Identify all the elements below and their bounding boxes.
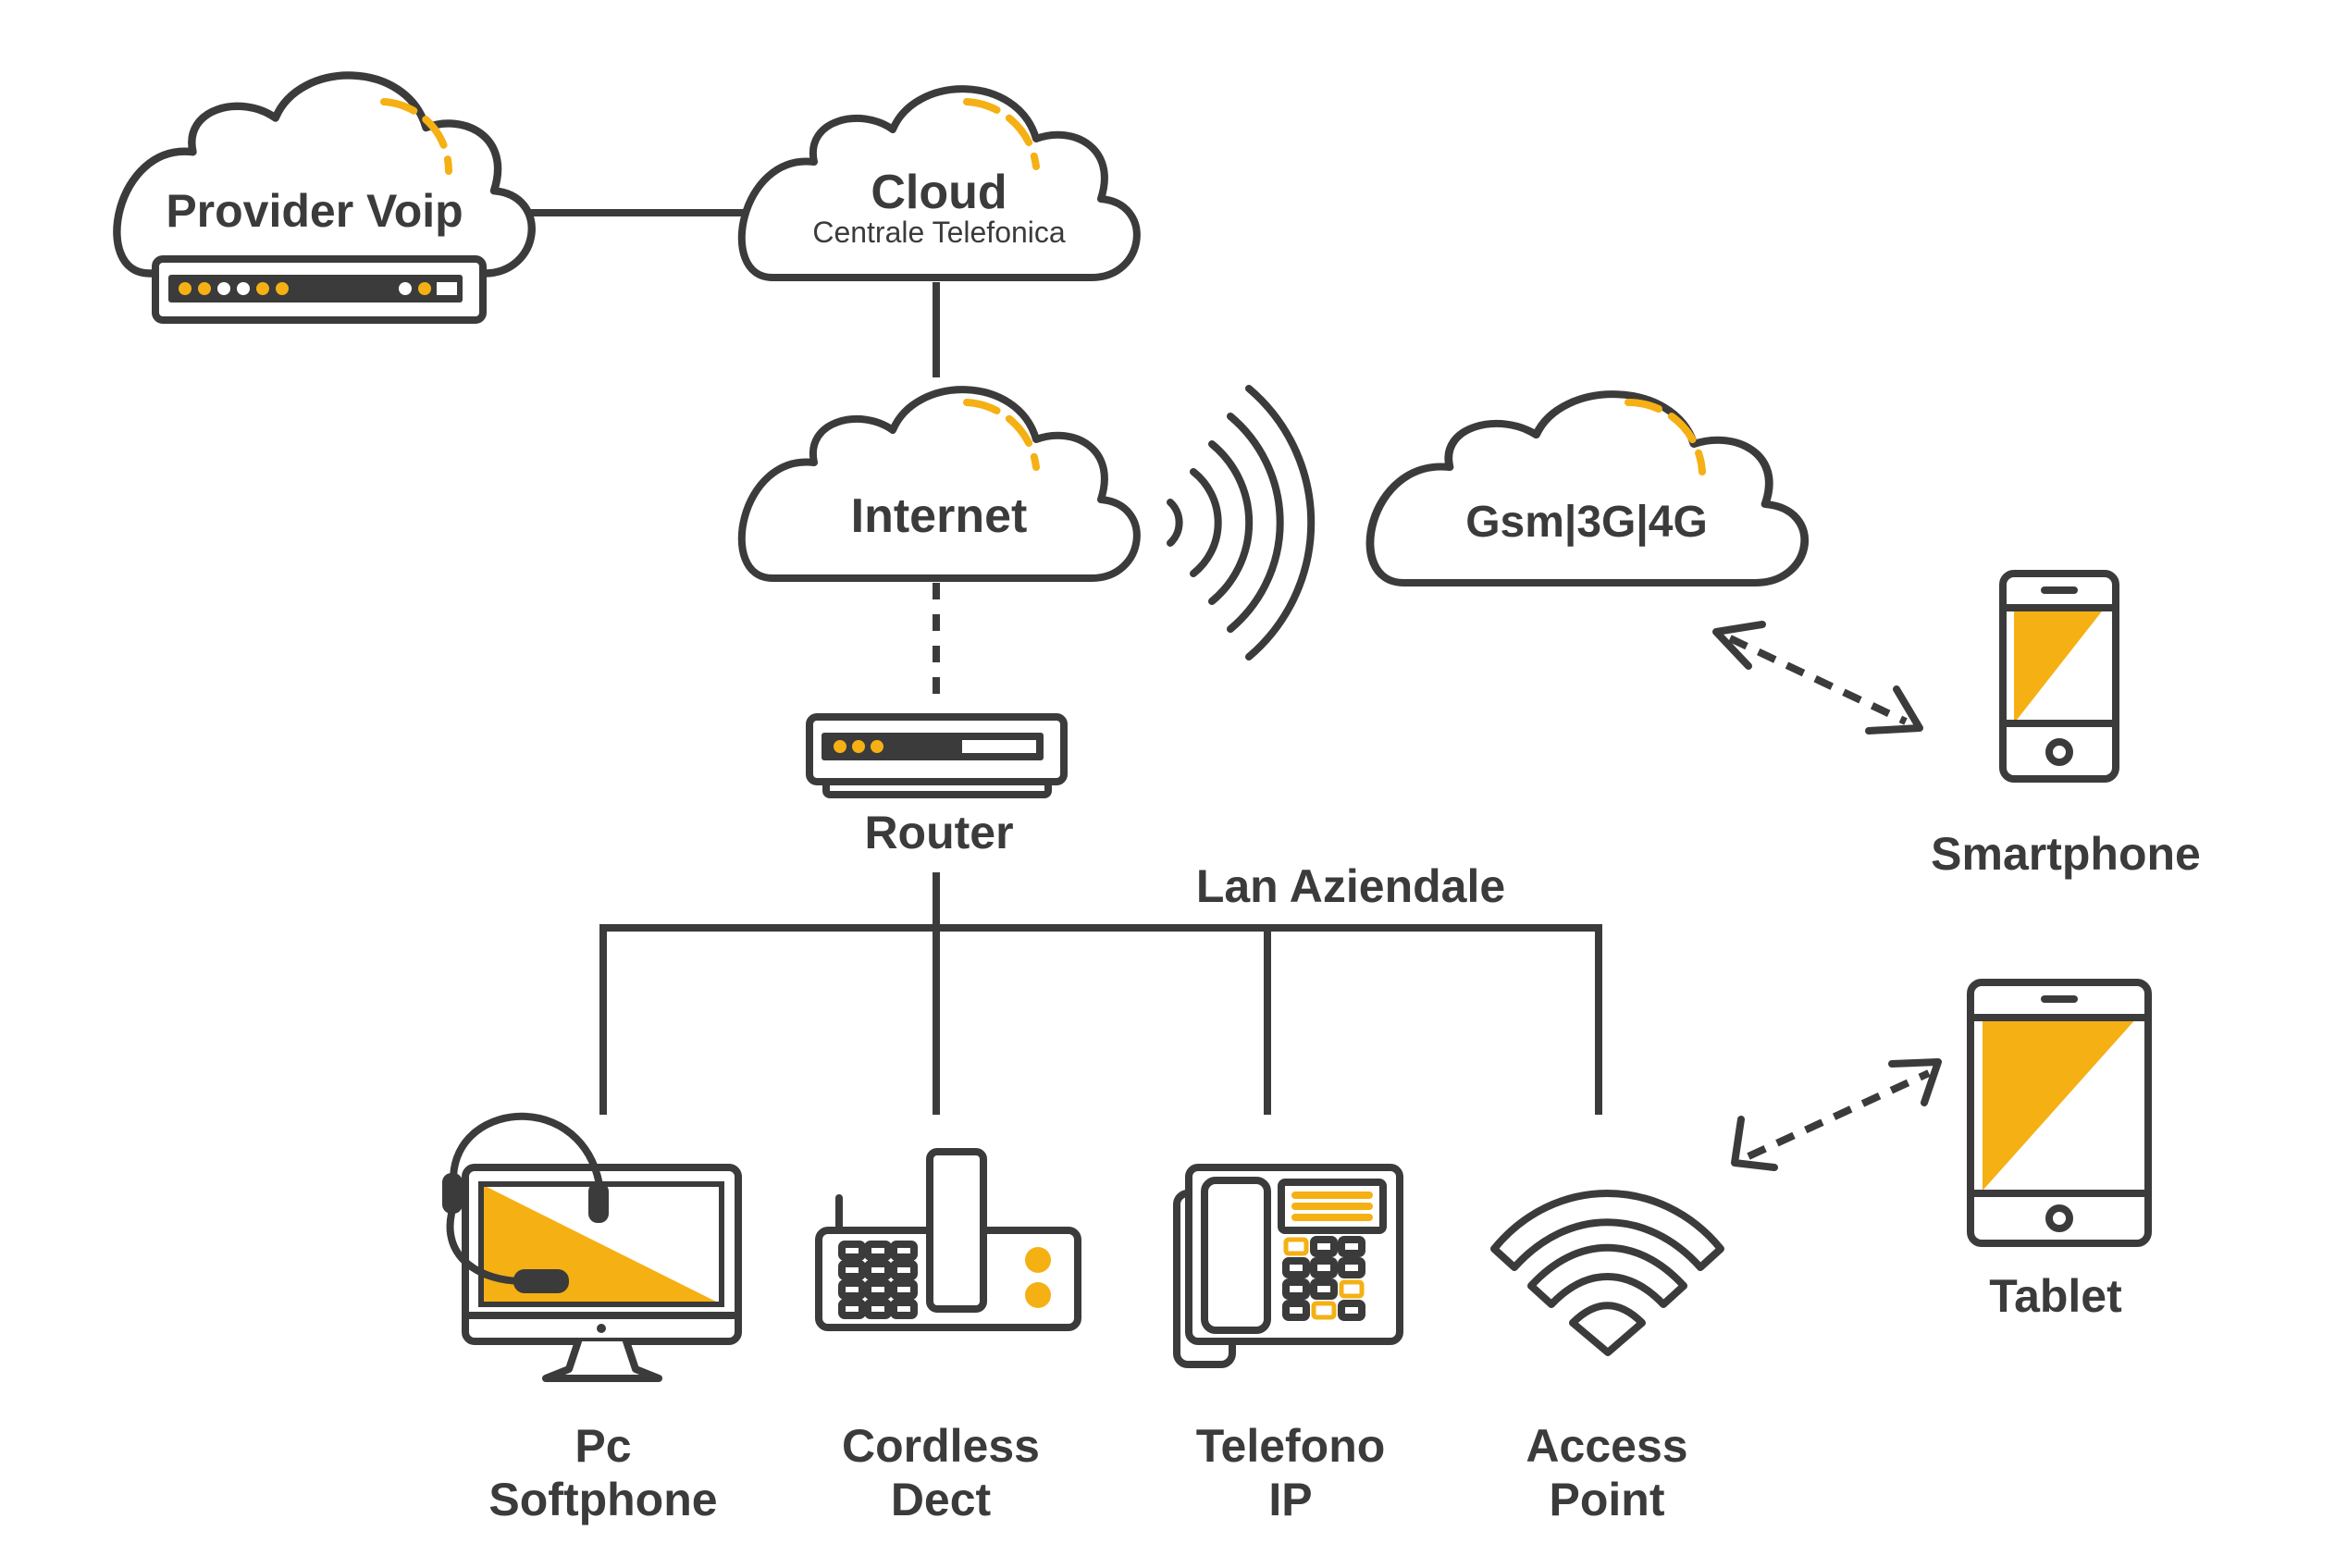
cloud-highlight: [1625, 398, 1706, 475]
cloud-label: Cloud: [871, 166, 1007, 219]
arrow-accesspoint-tablet: [1731, 1058, 1942, 1171]
tablet-icon: [1967, 979, 2152, 1247]
smartphone-icon: [1999, 570, 2119, 783]
voip-server-icon: [152, 255, 487, 324]
provider-voip-node: Provider Voip: [117, 75, 531, 273]
cloud-icon: [742, 389, 1137, 578]
access-point-label-line2: Point: [1550, 1474, 1665, 1525]
cloud-sublabel: Centrale Telefonica: [812, 216, 1066, 249]
connections: [529, 209, 1602, 1115]
wireless-signal-icon: [1167, 385, 1316, 661]
arrow-gsm-smartphone: [1712, 621, 1923, 735]
cloud-icon: [1370, 394, 1805, 583]
cloud-highlight: [963, 399, 1040, 471]
tablet-label: Tablet: [1989, 1270, 2122, 1322]
pc-softphone-label-line2: Softphone: [488, 1474, 717, 1525]
lan-bus: [599, 924, 1602, 1115]
router-label: Router: [864, 807, 1013, 858]
telefono-ip-label-line2: IP: [1268, 1474, 1312, 1525]
access-point-label-line1: Access: [1526, 1420, 1687, 1472]
cordless-phone-icon: [815, 1148, 1081, 1331]
gsm-node: Gsm|3G|4G: [1370, 394, 1805, 583]
cordless-dect-label-line1: Cordless: [842, 1420, 1040, 1472]
telefono-ip-label-line1: Telefono: [1196, 1420, 1386, 1472]
internet-label: Internet: [851, 489, 1028, 543]
lan-label: Lan Aziendale: [1196, 860, 1505, 912]
cordless-dect-label-line2: Dect: [891, 1474, 992, 1525]
router-icon: [806, 713, 1068, 798]
cloud-icon: [117, 75, 531, 273]
desk-phone-icon: [1173, 1164, 1403, 1368]
monitor-headset-icon: [442, 1112, 742, 1382]
gsm-label: Gsm|3G|4G: [1465, 498, 1708, 547]
wifi-icon: [1490, 1190, 1724, 1356]
provider-voip-label: Provider Voip: [166, 185, 463, 237]
smartphone-label: Smartphone: [1931, 828, 2201, 880]
cloud-node: Cloud Centrale Telefonica: [742, 89, 1137, 278]
pc-softphone-label-line1: Pc: [574, 1420, 631, 1472]
cloud-highlight: [963, 98, 1040, 170]
cloud-highlight: [380, 98, 453, 175]
internet-node: Internet: [742, 389, 1137, 578]
